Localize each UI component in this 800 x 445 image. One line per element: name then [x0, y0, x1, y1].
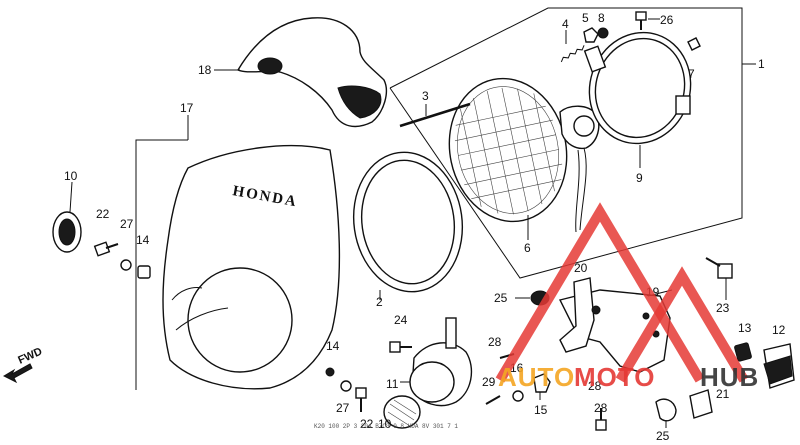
reflector-bottom-part: [383, 395, 421, 429]
callout-15: 15: [534, 403, 548, 417]
callout-27-left: 27: [120, 217, 134, 231]
callout-26: 26: [660, 13, 674, 27]
clip-25-bottom: [655, 398, 677, 428]
callout-9: 9: [636, 171, 643, 185]
callout-12: 12: [772, 323, 786, 337]
watermark-text-hub: HUB: [700, 362, 759, 392]
washer-27-bottom: [340, 380, 352, 392]
headlight-rim-part: [352, 151, 464, 300]
fwd-arrow-icon: [2, 363, 33, 384]
footer-code: K20 100 2P 3 204 B7C3 0 8 HDA 8V 301 7 1: [314, 423, 458, 430]
connector-13-part: [734, 342, 752, 362]
callout-2: 2: [376, 295, 383, 309]
callout-11: 11: [386, 377, 399, 391]
adjust-screw-part: [399, 102, 471, 128]
clip-part: [687, 37, 701, 51]
watermark-logo: AUTO MOTO HUB: [495, 202, 759, 392]
callout-17: 17: [180, 101, 194, 115]
watermark-text-moto: MOTO: [574, 362, 656, 392]
bolt-29-part: [485, 395, 501, 405]
callout-22-left: 22: [96, 207, 110, 221]
callout-20: 20: [574, 261, 588, 275]
callout-22-bottom: 22: [360, 417, 374, 431]
callout-18: 18: [198, 63, 212, 77]
callout-10-left: 10: [64, 169, 78, 183]
upper-cover-part: [214, 17, 388, 128]
callout-5: 5: [582, 11, 589, 25]
callout-13: 13: [738, 321, 752, 335]
watermark-text-auto: AUTO: [498, 362, 575, 392]
callout-24: 24: [394, 313, 408, 327]
headlight-unit-part: [448, 77, 600, 240]
assembly-outline: [389, 7, 743, 279]
relay-12-part: [763, 343, 795, 389]
nut-16-part: [512, 390, 524, 402]
bolt-24-part: [389, 341, 412, 353]
nut-part: [583, 27, 599, 43]
callout-1: 1: [758, 57, 765, 71]
callout-6: 6: [524, 241, 531, 255]
callout-28-a: 28: [488, 335, 502, 349]
bracket-17: [135, 139, 188, 390]
headlight-cowl-part: HONDA: [162, 145, 341, 390]
callout-7: 7: [688, 67, 695, 81]
bolt-22-bottom: [355, 387, 367, 412]
reflector-left-part: [52, 181, 82, 253]
callout-10-bottom: 10: [378, 417, 392, 431]
bolt-23-part: [705, 257, 733, 300]
callout-23: 23: [716, 301, 730, 315]
callout-4: 4: [562, 17, 569, 31]
grommet-part: [597, 27, 609, 39]
bolt-28-bottom: [595, 408, 607, 431]
callout-25-top: 25: [494, 291, 508, 305]
bolt-22-left: [93, 241, 119, 257]
case-screw-part: [635, 11, 660, 30]
callout-28-b: 28: [588, 379, 602, 393]
collar-14-left: [137, 265, 151, 279]
horn-part: [400, 317, 473, 407]
clamp-21-part: [689, 389, 713, 419]
callout-29: 29: [482, 375, 496, 389]
callout-21: 21: [716, 387, 730, 401]
washer-27-left: [120, 259, 132, 271]
callout-14-right: 14: [326, 339, 340, 353]
headlight-case-part: [583, 31, 692, 168]
callout-27-bottom: 27: [336, 401, 350, 415]
callout-25-bottom: 25: [656, 429, 670, 443]
spring-part: [560, 30, 585, 63]
callout-14-left: 14: [136, 233, 150, 247]
nut-15-part: [533, 373, 551, 400]
callout-28-c: 28: [594, 401, 608, 415]
callout-8: 8: [598, 11, 605, 25]
callout-3: 3: [422, 89, 429, 103]
